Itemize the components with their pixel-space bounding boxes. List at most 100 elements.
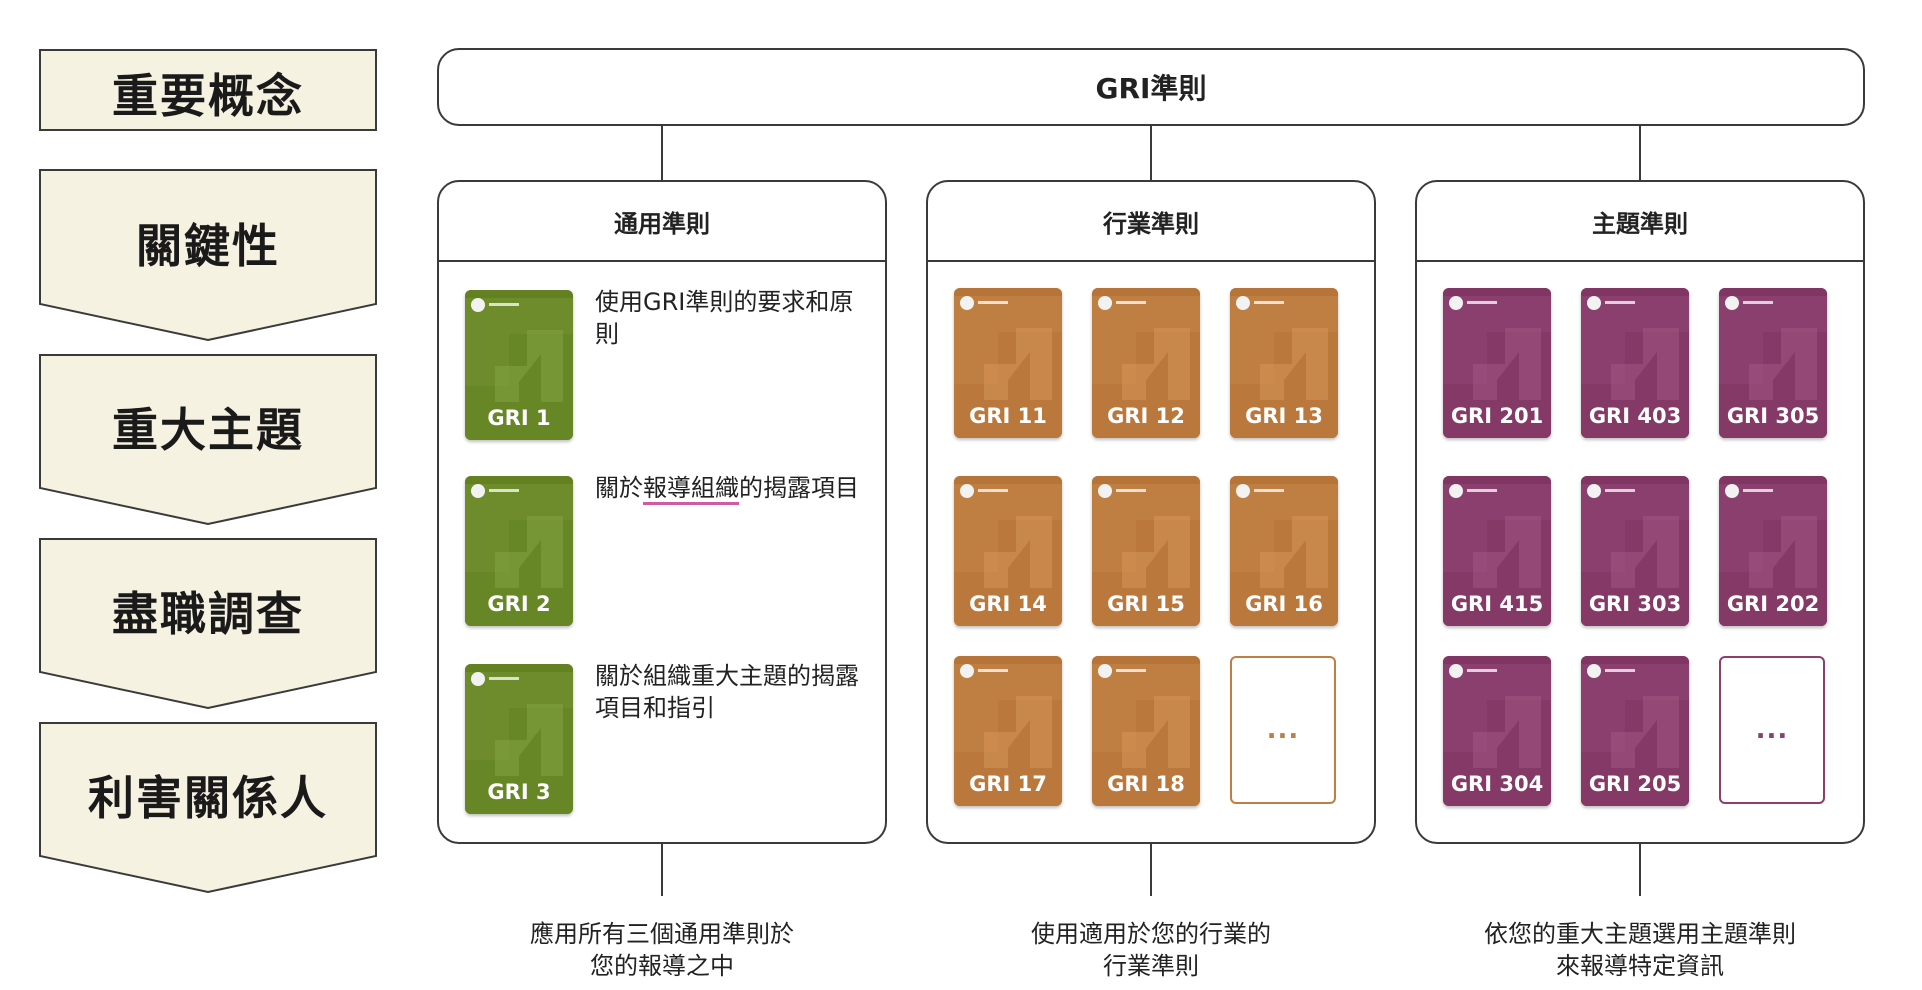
concept-column: 重要概念 關鍵性 重大主題 盡職調查 利害關係人: [0, 0, 400, 990]
universal-book-2: GRI 2: [465, 476, 573, 626]
sector-book-3: GRI 13: [1230, 288, 1338, 438]
universal-desc-3: 關於組織重大主題的揭露項目和指引: [595, 662, 859, 722]
sector-book-2: GRI 12: [1092, 288, 1200, 438]
universal-caption-line2: 您的報導之中: [590, 952, 734, 980]
sector-caption: 使用適用於您的行業的 行業準則: [926, 918, 1376, 982]
gri-logo-icon: [960, 296, 974, 310]
topic-book-3: GRI 305: [1719, 288, 1827, 438]
universal-caption-line1: 應用所有三個通用準則於: [530, 920, 794, 948]
gri-logo-icon: [471, 484, 485, 498]
standards-wordmark-icon: [1116, 669, 1146, 672]
gri-logo-icon: [1587, 484, 1601, 498]
book-code: GRI 13: [1245, 404, 1323, 428]
standards-wordmark-icon: [1254, 301, 1284, 304]
sector-standards-panel: 行業準則 GRI 11 GRI 12 GRI 13 GRI 14 GRI 15 GRI 1…: [926, 180, 1376, 844]
concept-shape-0: [39, 49, 377, 131]
gri-standards-header: GRI準則: [437, 48, 1865, 126]
connector-topic-top: [1639, 126, 1641, 180]
book-code: GRI 304: [1450, 772, 1544, 796]
topic-caption: 依您的重大主題選用主題準則 來報導特定資訊: [1415, 918, 1865, 982]
gri-logo-icon: [1449, 484, 1463, 498]
gri-arrow-icon: [465, 290, 573, 440]
standards-wordmark-icon: [1467, 669, 1497, 672]
book-code: GRI 305: [1726, 404, 1820, 428]
standards-wordmark-icon: [1743, 301, 1773, 304]
sector-caption-line1: 使用適用於您的行業的: [1031, 920, 1271, 948]
book-code: GRI 16: [1245, 592, 1323, 616]
connector-universal-bottom: [661, 844, 663, 896]
topic-more-placeholder: ...: [1719, 656, 1825, 804]
book-code: GRI 14: [969, 592, 1047, 616]
sector-caption-line2: 行業準則: [1103, 952, 1199, 980]
gri-arrow-icon: [1581, 656, 1689, 806]
sector-standards-title: 行業準則: [928, 182, 1374, 262]
book-code: GRI 415: [1450, 592, 1544, 616]
concept-shape-2: [39, 354, 377, 526]
concept-shape-1: [39, 169, 377, 342]
gri-logo-icon: [1098, 664, 1112, 678]
book-code: GRI 205: [1588, 772, 1682, 796]
gri-logo-icon: [1449, 296, 1463, 310]
sector-book-6: GRI 16: [1230, 476, 1338, 626]
standards-wordmark-icon: [1605, 489, 1635, 492]
book-code: GRI 1: [487, 406, 551, 430]
standards-wordmark-icon: [978, 669, 1008, 672]
book-code: GRI 15: [1107, 592, 1185, 616]
book-code: GRI 403: [1588, 404, 1682, 428]
standards-wordmark-icon: [1467, 301, 1497, 304]
standards-wordmark-icon: [1743, 489, 1773, 492]
gri-arrow-icon: [1443, 288, 1551, 438]
standards-wordmark-icon: [1116, 301, 1146, 304]
gri-logo-icon: [960, 484, 974, 498]
concept-shape-3: [39, 538, 377, 710]
topic-book-2: GRI 403: [1581, 288, 1689, 438]
gri-arrow-icon: [1719, 476, 1827, 626]
sector-book-4: GRI 14: [954, 476, 1062, 626]
standards-wordmark-icon: [978, 489, 1008, 492]
sector-book-5: GRI 15: [1092, 476, 1200, 626]
concept-shapes: [39, 49, 377, 894]
concept-materiality: 關鍵性: [136, 219, 280, 273]
connector-topic-bottom: [1639, 844, 1641, 896]
gri-arrow-icon: [465, 664, 573, 814]
concept-stakeholders: 利害關係人: [88, 771, 328, 825]
topic-book-5: GRI 303: [1581, 476, 1689, 626]
gri-logo-icon: [1449, 664, 1463, 678]
book-code: GRI 11: [969, 404, 1047, 428]
standards-wordmark-icon: [978, 301, 1008, 304]
gri-arrow-icon: [1581, 476, 1689, 626]
topic-caption-line2: 來報導特定資訊: [1556, 952, 1724, 980]
sector-book-7: GRI 17: [954, 656, 1062, 806]
connector-sector-top: [1150, 126, 1152, 180]
gri-arrow-icon: [954, 476, 1062, 626]
sector-book-8: GRI 18: [1092, 656, 1200, 806]
book-code: GRI 18: [1107, 772, 1185, 796]
sector-book-1: GRI 11: [954, 288, 1062, 438]
gri-arrow-icon: [1581, 288, 1689, 438]
gri-arrow-icon: [1443, 656, 1551, 806]
gri-arrow-icon: [465, 476, 573, 626]
gri-logo-icon: [1587, 664, 1601, 678]
universal-caption: 應用所有三個通用準則於 您的報導之中: [437, 918, 887, 982]
gri-arrow-icon: [954, 288, 1062, 438]
concept-key-concepts: 重要概念: [112, 69, 304, 123]
gri-arrow-icon: [1719, 288, 1827, 438]
book-code: GRI 201: [1450, 404, 1544, 428]
book-code: GRI 17: [969, 772, 1047, 796]
topic-book-6: GRI 202: [1719, 476, 1827, 626]
gri-arrow-icon: [954, 656, 1062, 806]
universal-standards-title: 通用準則: [439, 182, 885, 262]
book-code: GRI 202: [1726, 592, 1820, 616]
highlighted-text: 報導組織: [643, 474, 739, 505]
sector-more-placeholder: ...: [1230, 656, 1336, 804]
gri-logo-icon: [471, 298, 485, 312]
gri-logo-icon: [960, 664, 974, 678]
book-code: GRI 303: [1588, 592, 1682, 616]
universal-desc-2: 關於報導組織的揭露項目: [595, 472, 871, 505]
gri-logo-icon: [471, 672, 485, 686]
standards-wordmark-icon: [1605, 301, 1635, 304]
concept-due-diligence: 盡職調查: [112, 587, 304, 641]
standards-wordmark-icon: [1605, 669, 1635, 672]
book-code: GRI 12: [1107, 404, 1185, 428]
